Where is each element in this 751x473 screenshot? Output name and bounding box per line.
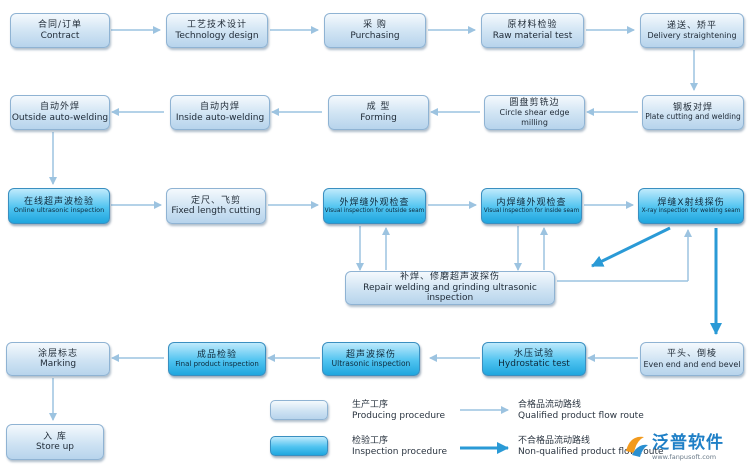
step-hydrostatic-test-en: Hydrostatic test: [498, 359, 570, 369]
step-fixed-length-cutting: 定尺、飞剪 Fixed length cutting: [166, 188, 266, 224]
step-ultrasonic-inspection: 超声波探伤 Ultrasonic inspection: [322, 342, 420, 376]
step-contract-en: Contract: [40, 30, 80, 41]
step-raw-material-test: 原材料检验 Raw material test: [481, 13, 584, 48]
step-xray-inspection-zh: 焊缝X射线探伤: [657, 197, 725, 208]
legend-qualified-en: Qualified product flow route: [518, 411, 644, 422]
step-marking: 涂层标志 Marking: [6, 342, 110, 376]
step-outside-auto-welding-zh: 自动外焊: [39, 102, 80, 113]
step-delivery-straightening-zh: 递送、矫平: [666, 20, 717, 31]
step-technology-design-zh: 工艺技术设计: [186, 20, 247, 31]
step-ultrasonic-inspection-en: Ultrasonic inspection: [331, 358, 411, 368]
step-delivery-straightening-en: Delivery straightening: [647, 31, 737, 41]
step-visual-inspection-outside-en: Visual inspection for outside seam: [324, 207, 425, 214]
step-raw-material-test-zh: 原材料检验: [507, 20, 558, 31]
brand-logo: 泛普软件 www.fanpusoft.com: [622, 428, 724, 461]
step-raw-material-test-en: Raw material test: [492, 30, 573, 41]
step-xray-inspection: 焊缝X射线探伤 X-ray inspection for welding sea…: [638, 188, 744, 224]
step-visual-inspection-inside: 内焊缝外观检查 Visual inspection for inside sea…: [481, 188, 582, 224]
brand-name: 泛普软件: [652, 433, 724, 453]
step-visual-inspection-inside-en: Visual inspection for inside seam: [483, 207, 580, 214]
step-delivery-straightening: 递送、矫平 Delivery straightening: [640, 13, 744, 48]
brand-url: www.fanpusoft.com: [652, 453, 717, 461]
step-even-end-bevel: 平头、倒棱 Even end and end bevel: [640, 342, 744, 376]
legend-nonqualified-zh: 不合格品流动路线: [518, 436, 591, 446]
step-forming: 成 型 Forming: [328, 95, 429, 130]
legend-nonqualified-label: 不合格品流动路线 Non-qualified product flow rout…: [518, 436, 664, 459]
fanpu-logo-icon: [626, 436, 648, 457]
step-even-end-bevel-en: Even end and end bevel: [643, 359, 741, 369]
step-marking-en: Marking: [39, 359, 77, 369]
step-even-end-bevel-zh: 平头、倒棱: [666, 349, 717, 360]
step-online-ultrasonic-inspection-zh: 在线超声波检验: [23, 197, 94, 208]
step-purchasing-zh: 采 购: [363, 20, 387, 31]
step-store-up: 入 库 Store up: [6, 424, 104, 460]
step-circle-shear-edge-milling: 圆盘剪铣边 Circle shear edge milling: [484, 95, 585, 130]
legend-nonqualified-en: Non-qualified product flow route: [518, 447, 664, 458]
step-online-ultrasonic-inspection: 在线超声波检验 Online ultrasonic inspection: [8, 188, 110, 224]
step-hydrostatic-test-zh: 水压试验: [513, 348, 554, 359]
legend-inspection-label: 检验工序 Inspection procedure: [352, 436, 447, 459]
step-contract: 合同/订单 Contract: [10, 13, 110, 48]
arrow-xray-repair: [591, 226, 671, 268]
step-technology-design: 工艺技术设计 Technology design: [166, 13, 268, 48]
step-hydrostatic-test: 水压试验 Hydrostatic test: [482, 342, 586, 376]
step-circle-shear-edge-milling-en: Circle shear edge milling: [499, 108, 570, 127]
legend-qualified-zh: 合格品流动路线: [518, 400, 582, 410]
step-ultrasonic-inspection-zh: 超声波探伤: [345, 349, 396, 360]
step-marking-zh: 涂层标志: [37, 348, 78, 359]
legend-inspection-zh: 检验工序: [352, 436, 389, 446]
step-circle-shear-edge-milling-zh: 圆盘剪铣边: [509, 98, 560, 109]
step-final-product-inspection: 成品检验 Final product inspection: [168, 342, 266, 376]
step-fixed-length-cutting-zh: 定尺、飞剪: [190, 195, 241, 206]
legend-producing-en: Producing procedure: [352, 411, 446, 422]
step-visual-inspection-outside-zh: 外焊缝外观检查: [339, 197, 410, 208]
legend-inspection-swatch: [270, 436, 328, 456]
legend-producing-swatch: [270, 400, 328, 420]
step-repair-welding-en: Repair welding and grinding ultrasonic i…: [363, 282, 537, 304]
step-purchasing-en: Purchasing: [350, 30, 400, 41]
step-forming-zh: 成 型: [366, 102, 391, 113]
step-forming-en: Forming: [360, 112, 397, 123]
step-plate-cutting-welding: 钢板对焊 Plate cutting and welding: [642, 95, 744, 130]
step-store-up-zh: 入 库: [43, 431, 67, 442]
legend-producing-zh: 生产工序: [352, 400, 389, 410]
legend-producing-label: 生产工序 Producing procedure: [352, 400, 445, 423]
step-online-ultrasonic-inspection-en: Online ultrasonic inspection: [13, 206, 105, 215]
step-repair-welding-zh: 补焊、修磨超声波探伤: [399, 272, 500, 283]
step-final-product-inspection-zh: 成品检验: [196, 349, 237, 360]
step-final-product-inspection-en: Final product inspection: [175, 360, 259, 369]
step-xray-inspection-en: X-ray inspection for welding seam: [641, 207, 741, 214]
step-inside-auto-welding: 自动内焊 Inside auto-welding: [170, 95, 270, 130]
legend-inspection-en: Inspection procedure: [352, 447, 448, 458]
step-plate-cutting-welding-zh: 钢板对焊: [672, 103, 713, 114]
legend-qualified-label: 合格品流动路线 Qualified product flow route: [518, 400, 644, 423]
step-visual-inspection-outside: 外焊缝外观检查 Visual inspection for outside se…: [323, 188, 426, 224]
step-plate-cutting-welding-en: Plate cutting and welding: [645, 112, 741, 122]
step-technology-design-en: Technology design: [175, 30, 259, 41]
step-contract-zh: 合同/订单: [37, 20, 83, 31]
step-purchasing: 采 购 Purchasing: [324, 13, 426, 48]
step-fixed-length-cutting-en: Fixed length cutting: [171, 206, 261, 216]
step-outside-auto-welding: 自动外焊 Outside auto-welding: [10, 95, 110, 130]
step-inside-auto-welding-zh: 自动内焊: [199, 102, 240, 113]
step-outside-auto-welding-en: Outside auto-welding: [11, 112, 109, 123]
step-visual-inspection-inside-zh: 内焊缝外观检查: [496, 197, 567, 208]
step-store-up-en: Store up: [35, 442, 75, 452]
step-inside-auto-welding-en: Inside auto-welding: [175, 112, 265, 123]
step-repair-welding: 补焊、修磨超声波探伤 Repair welding and grinding u…: [345, 271, 555, 305]
